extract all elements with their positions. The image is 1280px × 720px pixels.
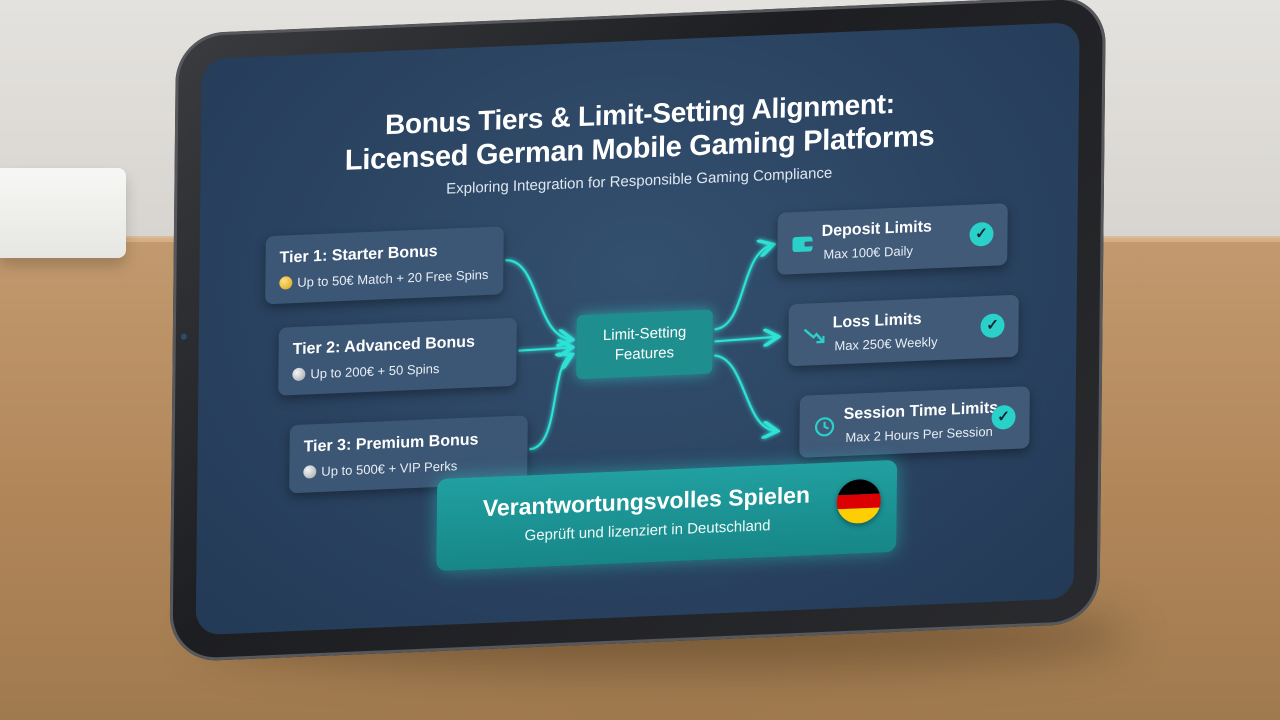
silver-coin-icon [303, 465, 317, 479]
limit-setting-features-box: Limit-Setting Features [576, 309, 713, 380]
tier-desc: Up to 50€ Match + 20 Free Spins [297, 266, 489, 290]
tablet-screen: Bonus Tiers & Limit-Setting Alignment: L… [195, 22, 1080, 636]
wallet-icon [792, 236, 813, 253]
tier-1-card: Tier 1: Starter Bonus Up to 50€ Match + … [265, 226, 504, 305]
tier-2-card: Tier 2: Advanced Bonus Up to 200€ + 50 S… [278, 317, 517, 396]
clock-icon [814, 417, 835, 437]
loss-limits-card: Loss Limits Max 250€ Weekly ✓ [788, 294, 1019, 367]
limit-desc: Max 250€ Weekly [834, 334, 938, 354]
responsible-gaming-banner: Verantwortungsvolles Spielen Geprüft und… [436, 459, 898, 572]
tier-desc: Up to 500€ + VIP Perks [321, 458, 458, 479]
tier-name: Tier 2: Advanced Bonus [292, 333, 475, 359]
deposit-limits-card: Deposit Limits Max 100€ Daily ✓ [777, 203, 1008, 275]
check-icon: ✓ [991, 404, 1016, 430]
white-box [0, 168, 126, 258]
tier-name: Tier 1: Starter Bonus [279, 243, 438, 267]
connector-arrows [505, 22, 1080, 451]
tablet-device: Bonus Tiers & Limit-Setting Alignment: L… [169, 0, 1106, 663]
connector-tier3 [529, 355, 570, 451]
banner-title: Verantwortungsvolles Spielen [482, 481, 811, 522]
connector-session [714, 354, 777, 434]
connector-tier2 [518, 347, 571, 350]
limit-desc: Max 2 Hours Per Session [845, 423, 993, 445]
gold-coin-icon [279, 276, 293, 290]
connector-deposit [714, 245, 772, 331]
limit-name: Loss Limits [832, 310, 922, 332]
tier-desc: Up to 200€ + 50 Spins [310, 360, 440, 382]
trend-down-icon [803, 328, 825, 344]
limit-name: Deposit Limits [821, 218, 932, 240]
session-time-limits-card: Session Time Limits Max 2 Hours Per Sess… [799, 386, 1030, 458]
connector-tier1 [505, 259, 572, 342]
silver-coin-icon [292, 367, 306, 382]
banner-subtitle: Geprüft und lizenziert in Deutschland [524, 517, 771, 545]
center-line-2: Features [614, 344, 675, 364]
check-icon: ✓ [980, 313, 1005, 339]
limit-name: Session Time Limits [843, 399, 999, 424]
german-flag-icon [836, 478, 881, 525]
connector-loss [714, 337, 777, 342]
limit-desc: Max 100€ Daily [823, 243, 914, 262]
check-icon: ✓ [969, 221, 994, 247]
tier-name: Tier 3: Premium Bonus [303, 431, 479, 456]
camera-dot [180, 333, 187, 340]
